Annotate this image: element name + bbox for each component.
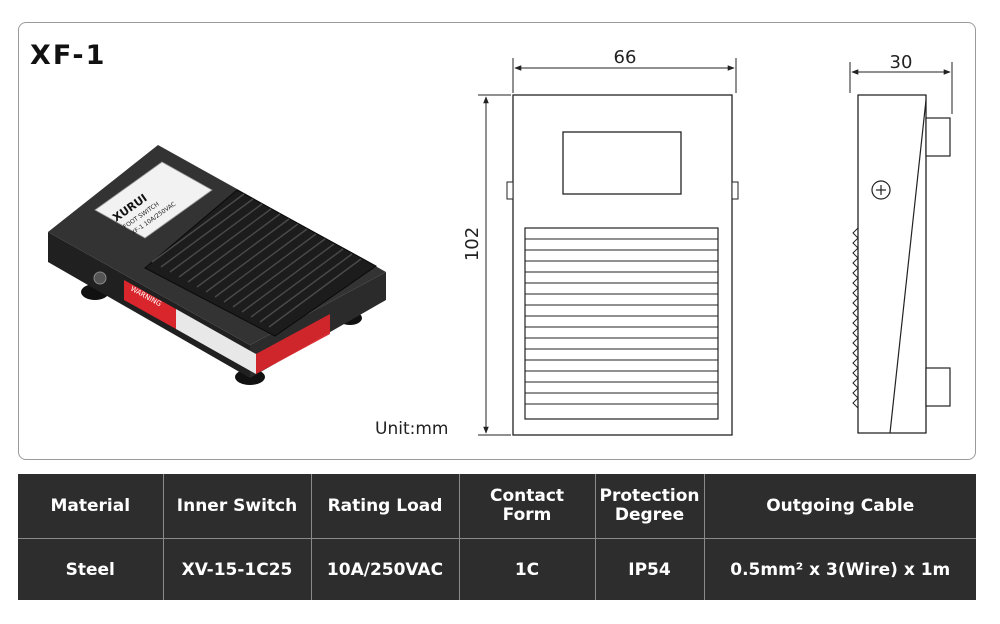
value-outgoing-cable: 0.5mm² x 3(Wire) x 1m [703, 538, 976, 600]
height-dimension: 102 [462, 94, 511, 436]
header-material: Material [50, 495, 131, 516]
specs-value-row: Steel XV-15-1C25 10A/250VAC 1C IP54 0.5m… [18, 538, 976, 600]
header-rating-load: Rating Load [310, 474, 459, 539]
value-inner-switch: XV-15-1C25 [162, 538, 311, 600]
value-contact-form: 1C [458, 538, 595, 600]
width-value: 66 [614, 47, 637, 68]
value-rating-load: 10A/250VAC [310, 538, 459, 600]
specs-header-row: Material Inner Switch Rating Load Contac… [18, 474, 976, 539]
width-dimension: 66 [512, 47, 737, 93]
pedal-photo: XURUI FOOT SWITCH XF-1 10A/250VAC WARNIN… [48, 145, 386, 385]
value-material: Steel [18, 538, 163, 600]
technical-drawing: XURUI FOOT SWITCH XF-1 10A/250VAC WARNIN… [48, 47, 953, 436]
depth-dimension: 30 [849, 52, 953, 114]
unit-label: Unit:mm [375, 419, 449, 439]
value-protection-degree: IP54 [594, 538, 704, 600]
side-view [852, 94, 951, 434]
model-title: XF-1 [30, 40, 107, 71]
front-view [506, 94, 739, 436]
header-inner-switch: Inner Switch [162, 474, 311, 539]
header-protection-degree: Protection Degree [594, 474, 704, 539]
specs-table: Material Inner Switch Rating Load Contac… [18, 474, 976, 600]
height-value: 102 [462, 227, 483, 261]
depth-value: 30 [890, 52, 913, 73]
header-contact-form: Contact Form [458, 474, 595, 539]
header-outgoing-cable: Outgoing Cable [703, 474, 976, 539]
